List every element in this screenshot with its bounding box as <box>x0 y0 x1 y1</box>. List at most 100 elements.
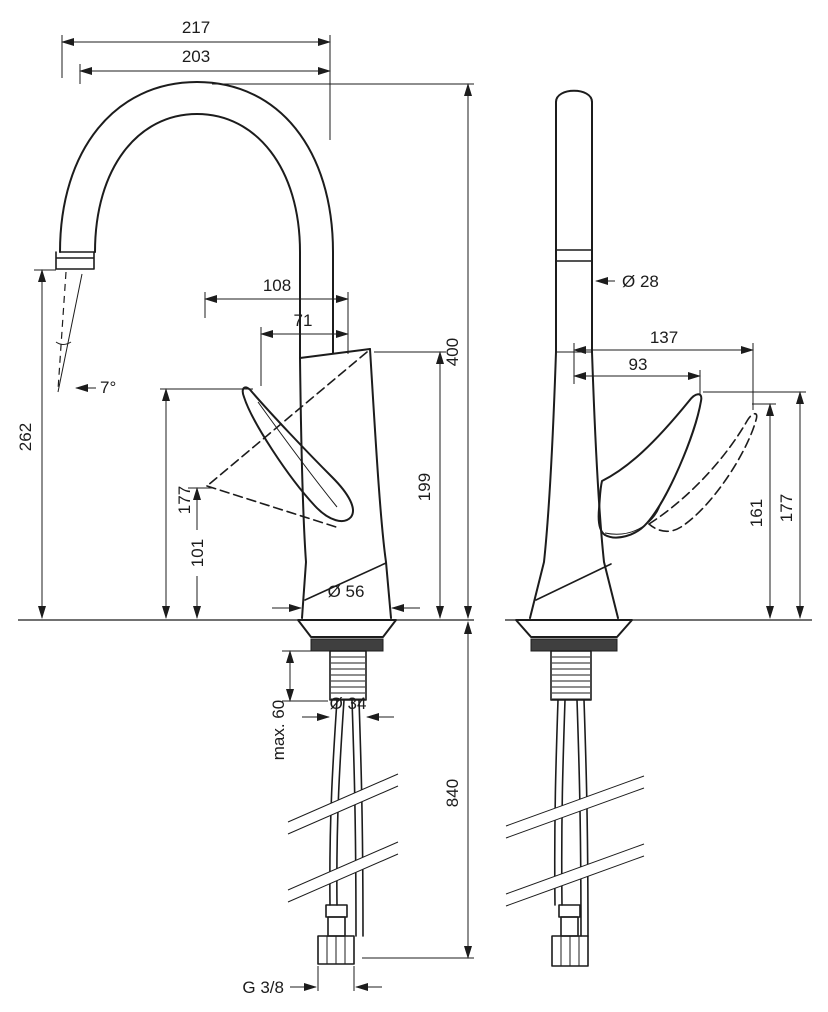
escutcheon-front <box>515 619 633 638</box>
dim-56: Ø 56 <box>272 582 420 612</box>
hose-connector-tube-front <box>560 916 579 937</box>
stream-dashed-line <box>57 271 67 391</box>
dim-28-label: Ø 28 <box>622 272 659 291</box>
dim-108-extensions <box>204 292 349 354</box>
front-view: Ø 28 137 93 161 177 <box>505 89 812 967</box>
dim-71-label: 71 <box>294 311 313 330</box>
dim-g38: G 3/8 <box>242 966 382 997</box>
break-mask-1-front <box>506 776 644 838</box>
break-lines-1-front <box>505 775 645 839</box>
dim-262: 262 <box>16 269 56 619</box>
dim-840: 840 <box>362 621 474 959</box>
dim-203: 203 <box>79 47 331 84</box>
dim-177-side: 177 <box>160 388 253 619</box>
dim-g38-extensions <box>317 966 355 991</box>
dim-max60-label: max. 60 <box>269 700 288 760</box>
handle-outline <box>241 386 354 522</box>
threaded-shank-front <box>550 650 592 701</box>
body-front-right <box>591 351 619 619</box>
dim-max60-extensions <box>282 650 328 702</box>
dim-177-front: 177 <box>703 391 806 619</box>
hose-connector-collar-side <box>325 904 348 918</box>
dim-101: 101 <box>188 487 214 619</box>
dim-177-front-label: 177 <box>777 494 796 522</box>
hose-2-side <box>351 699 364 937</box>
angle-leg <box>57 273 83 393</box>
dim-400-label: 400 <box>443 338 462 366</box>
mount-washer-side <box>310 638 384 652</box>
dim-34-label: Ø 34 <box>330 694 367 713</box>
handle-front <box>597 393 758 539</box>
handle-front-dashed-position <box>647 412 758 533</box>
mounting-side <box>297 619 397 701</box>
dim-217: 217 <box>61 18 331 140</box>
dim-7deg-label: 7° <box>100 378 116 397</box>
dim-56-label: Ø 56 <box>328 582 365 601</box>
hose-2-front <box>576 699 589 937</box>
dim-199: 199 <box>374 351 446 619</box>
body-left-edge <box>299 357 307 619</box>
spout-outer-edge <box>59 81 334 354</box>
dim-203-label: 203 <box>182 47 210 66</box>
dim-137: 137 <box>573 328 754 410</box>
handle-front-inner-line <box>604 501 662 535</box>
mounting-front <box>515 619 633 701</box>
hoses-side <box>287 699 399 965</box>
column-front <box>529 89 619 619</box>
dim-400: 400 <box>212 83 474 619</box>
spout-inner-edge <box>94 113 301 359</box>
nut-facets-front <box>560 936 580 966</box>
dim-262-label: 262 <box>16 423 35 451</box>
body-base-joint <box>304 562 387 601</box>
dim-161: 161 <box>747 403 776 619</box>
nut-facets-side <box>326 936 346 964</box>
handle-inner-line <box>257 401 338 508</box>
dim-34: Ø 34 <box>302 694 394 721</box>
threaded-shank-side <box>329 650 367 701</box>
dim-177-side-label: 177 <box>175 486 194 514</box>
dim-101-label: 101 <box>188 539 207 567</box>
mount-washer-front <box>530 638 618 652</box>
body-right-edge <box>369 348 392 619</box>
aerator <box>55 251 95 270</box>
body-joint-line <box>299 348 371 359</box>
break-mask-2-front <box>506 844 644 906</box>
column-sides <box>555 101 593 353</box>
break-lines-1-side <box>287 773 399 835</box>
dim-217-label: 217 <box>182 18 210 37</box>
break-mask-1-side <box>288 774 398 834</box>
handle-side <box>206 351 368 528</box>
side-view: 7° <box>16 18 474 997</box>
aerator-band <box>555 249 593 262</box>
angle-arc <box>55 341 72 345</box>
body-side <box>299 348 392 619</box>
hoses-front <box>505 699 645 967</box>
body-front-base-joint <box>535 563 612 601</box>
handle-dashed-position <box>206 351 368 528</box>
dim-840-label: 840 <box>443 779 462 807</box>
hose-connector-collar-front <box>558 904 581 918</box>
dim-max60: max. 60 <box>269 650 328 760</box>
body-front-left <box>529 351 557 619</box>
dim-161-label: 161 <box>747 499 766 527</box>
dim-137-label: 137 <box>650 328 678 347</box>
dim-93: 93 <box>573 355 701 394</box>
dim-93-label: 93 <box>629 355 648 374</box>
break-lines-2-front <box>505 843 645 907</box>
shank-threads-side <box>331 656 365 700</box>
break-mask-2-side <box>288 842 398 902</box>
handle-front-outline <box>597 393 703 539</box>
column-top-cap <box>555 89 593 103</box>
dim-199-label: 199 <box>415 473 434 501</box>
dim-g38-label: G 3/8 <box>242 978 284 997</box>
hose-connector-tube-side <box>327 916 346 937</box>
dim-108: 108 <box>204 276 349 354</box>
dim-108-label: 108 <box>263 276 291 295</box>
dim-28: Ø 28 <box>595 272 659 291</box>
break-lines-2-side <box>287 841 399 903</box>
spout <box>55 81 334 359</box>
shank-threads-front <box>552 656 590 700</box>
escutcheon-side <box>297 619 397 638</box>
